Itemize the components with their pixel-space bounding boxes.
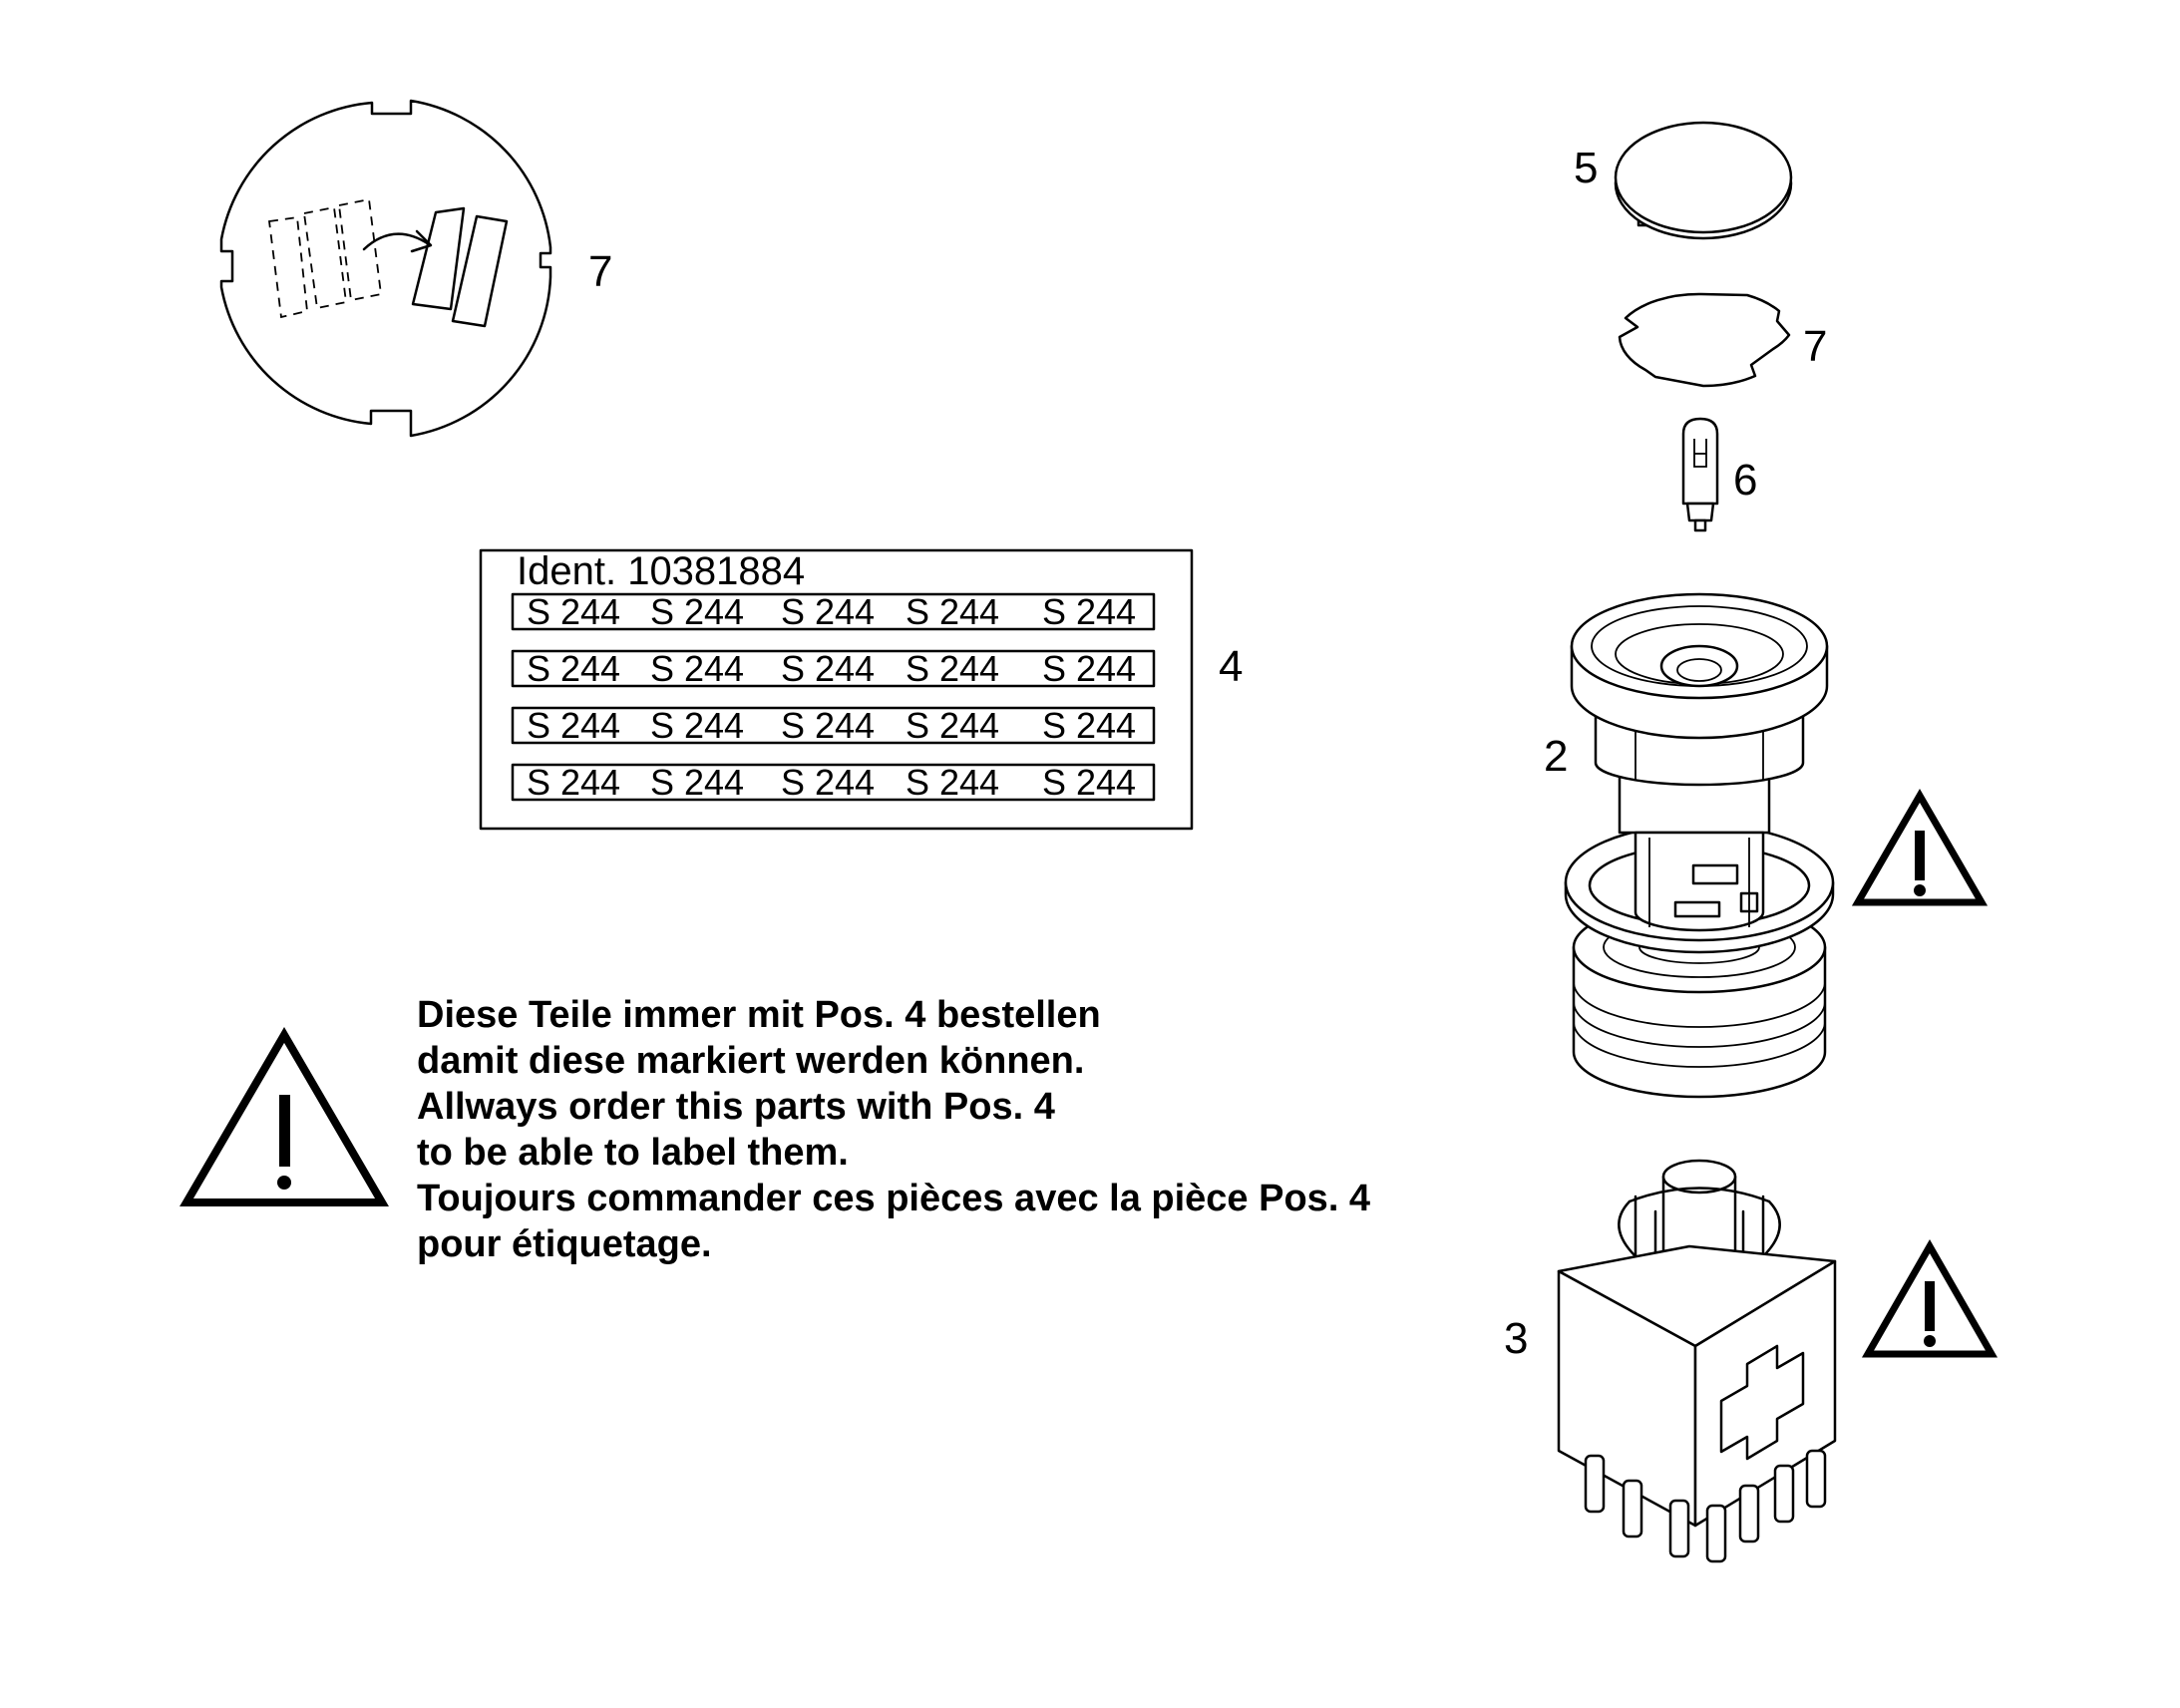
label-cell: S 244 (906, 591, 999, 632)
actuator-housing-part (1564, 592, 1835, 1099)
warning-triangle-icon (1851, 789, 1989, 906)
label-cell: S 244 (781, 762, 875, 803)
label-cell: S 244 (781, 591, 875, 632)
label-disc-detail (219, 99, 552, 438)
label-cell: S 244 (650, 762, 744, 803)
pos-4-label: 4 (1219, 642, 1243, 691)
label-cell: S 244 (906, 762, 999, 803)
label-cell: S 244 (650, 705, 744, 746)
label-cell: S 244 (527, 705, 620, 746)
note-line: Toujours commander ces pièces avec la pi… (417, 1178, 1371, 1219)
cap-part (1614, 121, 1793, 240)
label-cell: S 244 (906, 705, 999, 746)
label-cell: S 244 (1042, 705, 1136, 746)
label-cell: S 244 (781, 705, 875, 746)
warning-triangle-icon (180, 1027, 389, 1206)
label-cell: S 244 (1042, 591, 1136, 632)
pos-6-label: 6 (1733, 456, 1757, 505)
bulb-part (1681, 417, 1719, 532)
label-strip (511, 592, 1156, 631)
contact-block-part (1557, 1159, 1837, 1563)
label-strip (511, 706, 1156, 745)
label-strip (511, 649, 1156, 688)
pos-7-label: 7 (1803, 322, 1827, 371)
note-line: damit diese markiert werden können. (417, 1040, 1085, 1082)
pos-2-label: 2 (1544, 732, 1568, 781)
label-cell: S 244 (527, 648, 620, 689)
pos-7-disc-label: 7 (588, 247, 612, 296)
label-insert-part (1618, 292, 1791, 388)
label-cell: S 244 (527, 762, 620, 803)
order-note: Diese Teile immer mit Pos. 4 bestellen d… (417, 992, 1514, 1267)
label-cell: S 244 (1042, 648, 1136, 689)
note-line: pour étiquetage. (417, 1223, 712, 1265)
label-cell: S 244 (781, 648, 875, 689)
pos-5-label: 5 (1574, 144, 1598, 192)
label-cell: S 244 (906, 648, 999, 689)
label-strip (511, 763, 1156, 802)
label-cell: S 244 (1042, 762, 1136, 803)
label-sheet: Ident. 10381884 S 244 S 244 S 244 S 244 S 24… (479, 548, 1194, 831)
warning-triangle-icon (1861, 1238, 1998, 1358)
note-line: to be able to label them. (417, 1132, 849, 1174)
ident-number: Ident. 10381884 (517, 549, 805, 593)
label-cell: S 244 (650, 591, 744, 632)
note-line: Allways order this parts with Pos. 4 (417, 1086, 1055, 1128)
label-cell: S 244 (650, 648, 744, 689)
pos-3-label: 3 (1504, 1314, 1528, 1363)
note-line: Diese Teile immer mit Pos. 4 bestellen (417, 994, 1101, 1036)
label-cell: S 244 (527, 591, 620, 632)
